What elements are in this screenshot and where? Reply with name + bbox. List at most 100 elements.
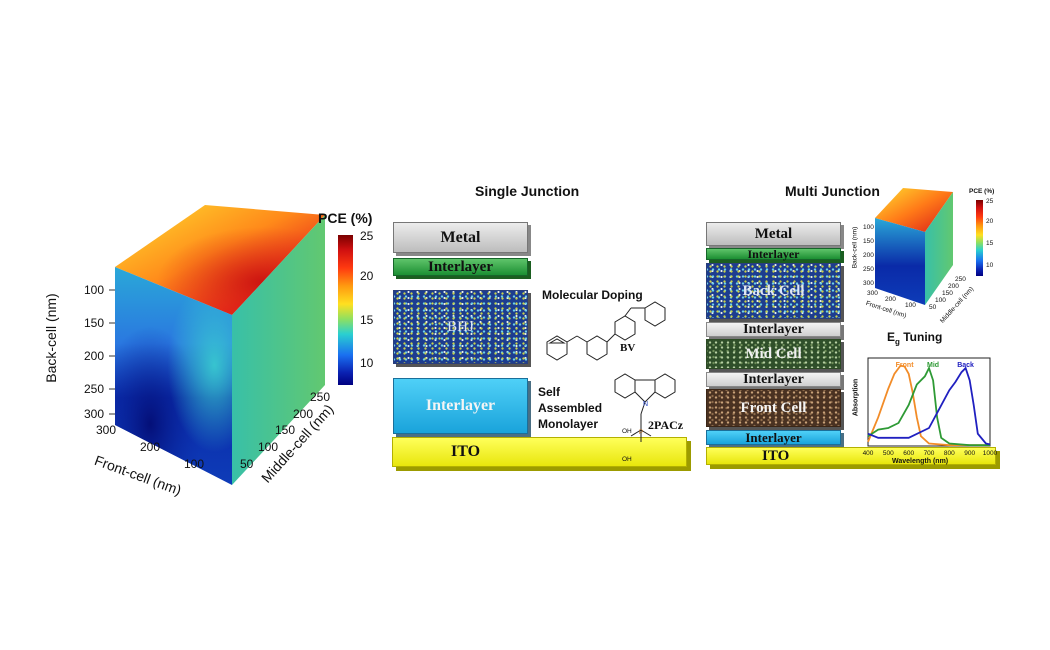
small-middle-tick-150: 150	[942, 290, 953, 297]
series-line-front	[867, 364, 990, 447]
mj-metal-label: Metal	[754, 225, 793, 242]
multi-junction-title: Multi Junction	[785, 183, 880, 199]
large-colorbar-tick-10: 10	[360, 356, 374, 370]
chart-ylabel: Absorption	[852, 378, 860, 417]
2pacz-molecule-structure: N P	[614, 373, 676, 442]
large-back-tick-250: 250	[84, 382, 105, 396]
x-tick-label: 1000	[983, 450, 998, 457]
small-middle-tick-100: 100	[935, 297, 946, 304]
large-middle-tick-200: 200	[293, 407, 314, 421]
large-middle-tick-250: 250	[310, 390, 331, 404]
small-front-tick-100: 100	[905, 302, 916, 309]
large-pce-cube: PCE (%) 25 20 15 10 Back-cell (nm) 100 1…	[0, 0, 390, 520]
eg-tuning-e: E	[887, 330, 896, 344]
x-tick-label: 800	[944, 450, 955, 457]
small-colorbar	[976, 200, 983, 276]
large-back-tick-200: 200	[84, 349, 105, 363]
eg-tuning-rest: Tuning	[899, 330, 943, 344]
x-tick-label: 900	[964, 450, 975, 457]
sam-label-line2: Assembled	[538, 401, 603, 415]
small-colorbar-title: PCE (%)	[969, 188, 995, 195]
mj-mid-cell-label: Mid Cell	[745, 345, 802, 362]
mj-metal-layer: Metal	[706, 222, 841, 246]
sam-label-line1: Self	[538, 385, 561, 399]
oh-label-1: OH	[622, 428, 632, 435]
small-middle-tick-200: 200	[948, 283, 959, 290]
absorption-chart: 400 500 600 700 800 900 1000 Front Mid Back Abso…	[848, 350, 998, 470]
sj-bhj-layer: BHJ	[393, 290, 528, 364]
sj-interlayer-top-label: Interlayer	[428, 258, 493, 275]
large-back-tick-150: 150	[84, 316, 105, 330]
large-middle-tick-50: 50	[240, 457, 254, 471]
series-line-mid	[867, 365, 990, 447]
x-tick-label: 700	[924, 450, 935, 457]
svg-text:N: N	[643, 401, 648, 408]
mj-interlayer-2-label: Interlayer	[743, 321, 804, 337]
svg-text:P: P	[639, 430, 643, 436]
mj-ito-layer: ITO	[706, 447, 996, 465]
large-front-tick-300: 300	[96, 423, 117, 437]
sam-label-line3: Monolayer	[538, 417, 599, 431]
x-tick-label: 500	[883, 450, 894, 457]
eg-tuning-title: Eg Tuning	[887, 330, 942, 346]
large-back-cell-label: Back-cell (nm)	[43, 293, 59, 383]
2pacz-label: 2PACz	[648, 418, 684, 432]
mj-back-cell-layer: Back Cell	[706, 263, 841, 319]
bv-molecule-structure	[546, 301, 666, 361]
small-cube-graphic	[875, 188, 953, 305]
sj-ito-label: ITO	[451, 443, 481, 460]
small-back-tick-300: 300	[863, 280, 874, 287]
absorption-chart-svg: 400 500 600 700 800 900 1000 Front Mid Back	[863, 357, 998, 457]
molecular-doping-label: Molecular Doping	[542, 288, 643, 302]
series-line-back	[867, 366, 991, 446]
mj-interlayer-3: Interlayer	[706, 372, 841, 387]
large-middle-tick-150: 150	[275, 423, 296, 437]
mj-interlayer-1: Interlayer	[706, 247, 841, 261]
sj-interlayer-bottom: Interlayer	[393, 378, 528, 434]
mj-interlayer-3-label: Interlayer	[743, 371, 804, 387]
small-front-tick-200: 200	[885, 296, 896, 303]
small-pce-cube: PCE (%) 25 20 15 10 Back-cell (nm) 100 1…	[845, 180, 1035, 330]
mj-front-cell-layer: Front Cell	[706, 389, 841, 427]
sj-bhj-label: BHJ	[447, 318, 474, 335]
mj-mid-cell-layer: Mid Cell	[706, 339, 841, 369]
bv-label: BV	[620, 342, 636, 354]
small-back-tick-150: 150	[863, 238, 874, 245]
large-front-tick-200: 200	[140, 440, 161, 454]
sj-metal-label: Metal	[440, 228, 481, 246]
x-tick-label: 400	[863, 450, 874, 457]
mj-interlayer-4: Interlayer	[706, 430, 841, 445]
mj-interlayer-2: Interlayer	[706, 322, 841, 337]
small-back-tick-100: 100	[863, 224, 874, 231]
legend-label-mid: Mid	[927, 362, 939, 369]
small-colorbar-tick-10: 10	[986, 262, 994, 269]
eg-tuning-sub: g	[895, 337, 900, 347]
legend-label-front: Front	[896, 362, 915, 369]
chart-plot-frame	[867, 357, 991, 447]
small-middle-tick-50: 50	[929, 304, 937, 311]
large-colorbar-title: PCE (%)	[318, 210, 373, 226]
large-colorbar-tick-15: 15	[360, 313, 374, 327]
small-colorbar-tick-20: 20	[986, 218, 994, 225]
single-junction-title: Single Junction	[475, 183, 580, 199]
sj-interlayer-top: Interlayer	[393, 258, 528, 276]
sj-ito-layer: ITO	[392, 437, 687, 467]
small-middle-tick-250: 250	[955, 276, 966, 283]
large-middle-tick-100: 100	[258, 440, 279, 454]
large-back-tick-100: 100	[84, 283, 105, 297]
mj-back-cell-label: Back Cell	[742, 282, 805, 299]
mj-ito-label: ITO	[762, 447, 790, 464]
large-back-tick-300: 300	[84, 407, 105, 421]
x-tick-label: 600	[903, 450, 914, 457]
small-back-tick-250: 250	[863, 266, 874, 273]
large-cube-graphic	[109, 205, 325, 485]
oh-label-2: OH	[622, 456, 632, 463]
mj-interlayer-4-label: Interlayer	[745, 429, 802, 445]
large-colorbar	[338, 235, 353, 385]
small-front-tick-300: 300	[867, 290, 878, 297]
legend-label-back: Back	[957, 362, 974, 369]
mj-front-cell-label: Front Cell	[740, 399, 807, 416]
chart-xlabel: Wavelength (nm)	[892, 458, 949, 465]
sj-metal-layer: Metal	[393, 222, 528, 253]
large-colorbar-tick-20: 20	[360, 269, 374, 283]
